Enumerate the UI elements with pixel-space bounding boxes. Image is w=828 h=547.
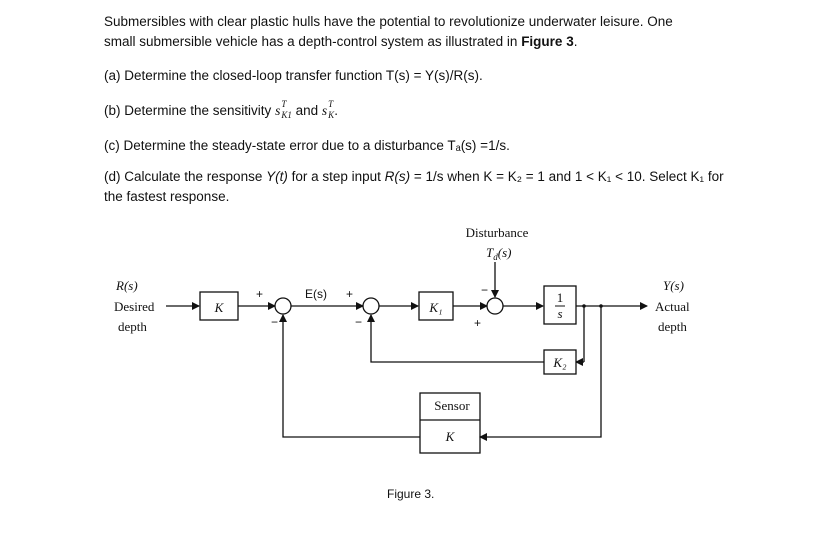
sensitivity-s-k1: sTK1 <box>275 99 292 120</box>
output-label-ys: Y(s) <box>663 278 684 293</box>
gain-k1-label: K₁ <box>428 300 442 315</box>
summing-junction-3 <box>486 297 504 315</box>
outer-feedback-path <box>479 306 602 441</box>
input-label-rs: R(s) <box>115 278 138 293</box>
part-b: (b) Determine the sensitivity sTK1 and s… <box>104 99 338 120</box>
integrator-denominator: s <box>557 306 562 321</box>
part-d-line-2: the fastest response. <box>104 189 230 204</box>
sum3-plus-sign: + <box>474 316 481 330</box>
integrator-block <box>543 285 577 325</box>
summing-junction-2 <box>362 297 380 315</box>
output-label-depth: depth <box>658 319 687 334</box>
figure-reference: Figure 3 <box>521 34 574 49</box>
figure-caption: Figure 3. <box>387 487 434 501</box>
sensor-gain-label: K <box>445 429 456 444</box>
intro-line-1: Submersibles with clear plastic hulls ha… <box>104 14 673 29</box>
disturbance-signal-label: Td(s) <box>486 245 511 262</box>
sensor-label: Sensor <box>434 398 470 413</box>
sum2-minus-sign: − <box>355 315 362 329</box>
part-c: (c) Determine the steady-state error due… <box>104 138 510 153</box>
summing-junction-1 <box>274 297 292 315</box>
gain-k-label: K <box>214 300 225 315</box>
output-label-actual: Actual <box>655 299 690 314</box>
sum3-minus-sign: − <box>481 283 488 297</box>
part-a: (a) Determine the closed-loop transfer f… <box>104 68 483 83</box>
input-label-desired: Desired <box>114 299 155 314</box>
sensitivity-s-k: sTK <box>321 99 335 120</box>
sum1-minus-sign: − <box>271 315 278 329</box>
inner-takeoff-point <box>582 304 586 308</box>
part-d: (d) Calculate the response Y(t) for a st… <box>104 167 724 207</box>
gain-k2-label: K₂ <box>552 355 567 370</box>
gain-k1-block <box>418 291 454 321</box>
sum1-plus-sign: + <box>256 287 263 301</box>
intro-line-2: small submersible vehicle has a depth-co… <box>104 34 578 49</box>
input-label-depth: depth <box>118 319 147 334</box>
integrator-numerator: 1 <box>557 290 564 305</box>
sensor-feedback-path <box>279 314 420 438</box>
sensor-block <box>419 392 481 454</box>
outer-takeoff-point <box>599 304 603 308</box>
sum2-plus-sign: + <box>346 287 353 301</box>
k2-feedback-path <box>367 314 544 363</box>
problem-intro: Submersibles with clear plastic hulls ha… <box>104 12 673 52</box>
error-signal-label: E(s) <box>305 287 327 301</box>
disturbance-label: Disturbance <box>466 225 529 240</box>
gain-k2-block <box>543 349 577 375</box>
